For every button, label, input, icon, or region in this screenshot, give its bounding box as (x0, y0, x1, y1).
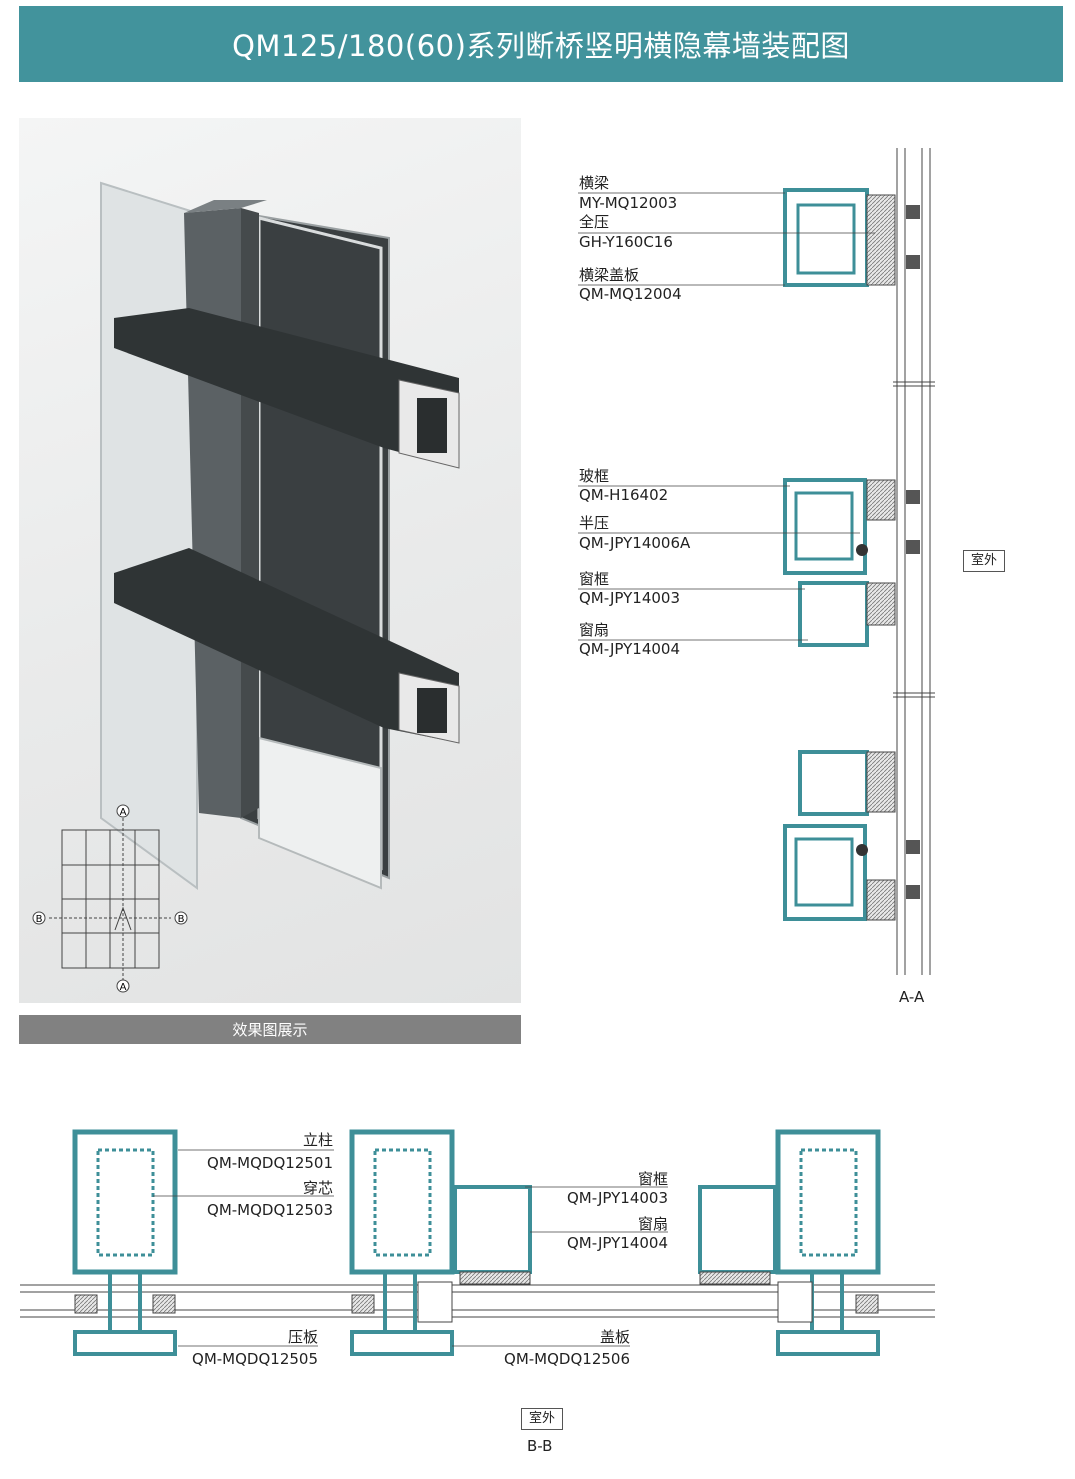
marker-b-left-label: B (36, 914, 43, 925)
bb-cover-left (73, 1330, 177, 1356)
bb-part-name-6: 盖板 (600, 1328, 630, 1346)
transom-lower (114, 548, 459, 743)
aa-transom-gasket (866, 194, 896, 286)
aa-part-code-5: QM-JPY14006A (579, 534, 691, 552)
transom-upper-slot (417, 398, 447, 453)
screw-icon (856, 544, 868, 556)
screw-icon-lower (856, 844, 868, 856)
aa-part-code-7: QM-JPY14004 (579, 640, 680, 658)
aa-part-name-7: 窗扇 (579, 621, 609, 639)
aa-section-label: A-A (899, 988, 924, 1006)
marker-a-top (116, 804, 130, 818)
aa-exterior-text: 室外 (971, 553, 998, 568)
marker-b-right-label: B (178, 914, 185, 925)
render-panel: A A B B (19, 118, 521, 1003)
render-caption-text: 效果图展示 (232, 1021, 308, 1039)
bb-part-code-4: QM-JPY14003 (567, 1189, 668, 1207)
bb-window-frame-left (453, 1185, 532, 1274)
bb-part-code-3: QM-MQDQ12505 (192, 1350, 318, 1368)
bb-section-label-text: B-B (527, 1437, 553, 1455)
marker-b-right (174, 911, 188, 925)
bb-cover-right (776, 1330, 880, 1356)
key-plan: A A B B (32, 804, 188, 993)
bb-exterior-tag: 室外 (521, 1408, 564, 1430)
aa-window-sash-profile (798, 750, 869, 816)
aa-part-code-1: MY-MQ12003 (579, 194, 677, 212)
aa-part-name-6: 窗框 (579, 570, 609, 588)
bb-mullion-right (775, 1129, 881, 1275)
marker-a-bottom (116, 979, 130, 993)
aa-part-code-3: QM-MQ12004 (579, 285, 682, 303)
bb-part-code-6: QM-MQDQ12506 (504, 1350, 630, 1368)
bb-window-frame-right (698, 1185, 777, 1274)
aa-window-frame-profile (798, 581, 869, 647)
bb-part-code-2: QM-MQDQ12503 (207, 1201, 333, 1219)
marker-b-left (32, 911, 46, 925)
marker-a-bottom-label: A (120, 982, 127, 993)
aa-part-code-2: GH-Y160C16 (579, 233, 673, 251)
bb-mullion-left (72, 1129, 178, 1275)
bb-mullion-middle (349, 1129, 455, 1275)
page-title-text: QM125/180(60)系列断桥竖明横隐幕墙装配图 (232, 29, 850, 63)
marker-a-top-label: A (120, 807, 127, 818)
aa-part-code-6: QM-JPY14003 (579, 589, 680, 607)
bb-cover-middle (350, 1330, 454, 1356)
render-caption: 效果图展示 (19, 1015, 521, 1044)
aa-part-name-5: 半压 (579, 514, 609, 532)
bb-section-label: B-B (527, 1437, 552, 1455)
aa-part-name-3: 横梁盖板 (579, 266, 639, 284)
bb-part-code-5: QM-JPY14004 (567, 1234, 668, 1252)
curtain-wall-render: A A B B (32, 181, 460, 993)
bb-part-name-1: 立柱 (303, 1131, 333, 1149)
aa-lower-frame-profile (783, 824, 867, 921)
page-title: QM125/180(60)系列断桥竖明横隐幕墙装配图 (19, 6, 1063, 82)
bb-part-name-4: 窗框 (638, 1170, 668, 1188)
bb-part-name-3: 压板 (288, 1328, 318, 1346)
bb-part-name-2: 穿芯 (303, 1179, 333, 1197)
aa-section-label-text: A-A (899, 988, 925, 1006)
aa-part-name-4: 玻框 (579, 467, 609, 485)
transom-upper (114, 308, 459, 468)
aa-glass-frame-profile (783, 478, 867, 575)
section-bb: 立柱 QM-MQDQ12501 穿芯 QM-MQDQ12503 压板 QM-MQ… (20, 1129, 935, 1368)
section-aa: 横梁 MY-MQ12003 全压 GH-Y160C16 横梁盖板 QM-MQ12… (578, 148, 935, 975)
aa-part-name-1: 横梁 (579, 174, 609, 192)
aa-part-name-2: 全压 (579, 213, 609, 231)
bb-exterior-text: 室外 (529, 1411, 556, 1426)
bb-part-code-1: QM-MQDQ12501 (207, 1154, 333, 1172)
aa-exterior-tag: 室外 (963, 550, 1006, 572)
aa-part-code-4: QM-H16402 (579, 486, 668, 504)
transom-lower-slot (417, 688, 447, 733)
bb-part-name-5: 窗扇 (638, 1215, 668, 1233)
mullion-top (184, 200, 267, 213)
